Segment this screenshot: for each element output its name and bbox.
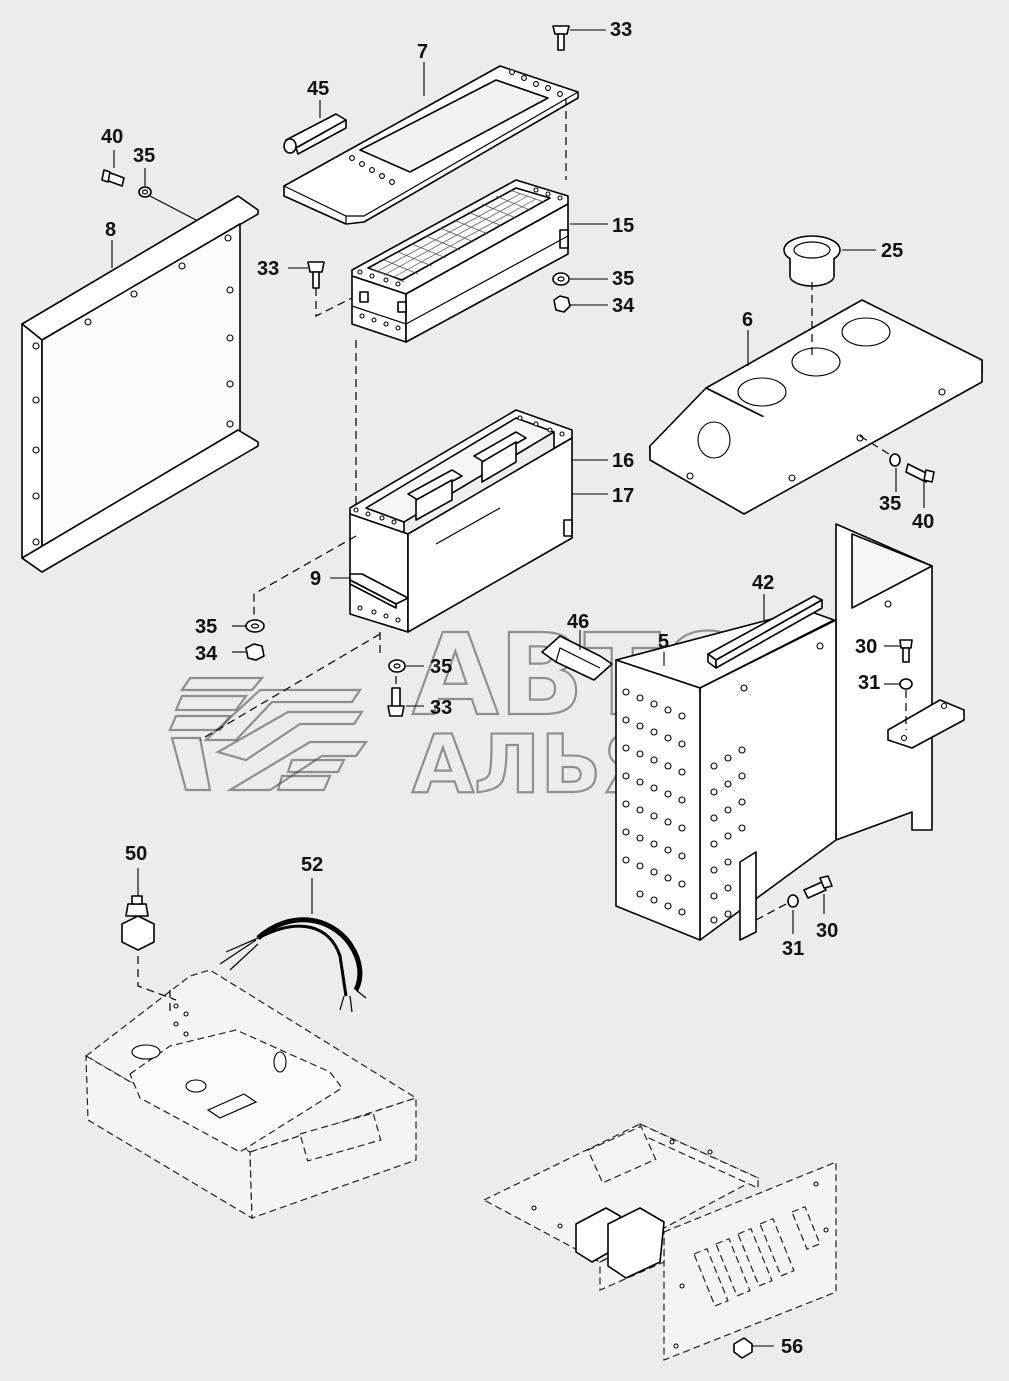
watermark-emblem bbox=[168, 676, 369, 792]
part-42-strip bbox=[707, 595, 823, 669]
callout-33-bolt: 33 bbox=[430, 697, 452, 719]
callout-40-right: 40 bbox=[912, 511, 934, 533]
callout-33-top: 33 bbox=[610, 19, 632, 41]
part-34-nut-mid bbox=[553, 295, 571, 313]
callout-31-top: 31 bbox=[858, 672, 880, 694]
callout-35-low: 35 bbox=[195, 616, 217, 638]
part-7-top-cover bbox=[283, 65, 579, 225]
callout-35-left: 35 bbox=[133, 145, 155, 167]
callout-labels: 33 7 45 40 35 8 15 33 35 34 25 6 16 17 3… bbox=[101, 19, 934, 1358]
callout-45: 45 bbox=[307, 78, 329, 100]
part-9-strip bbox=[349, 573, 409, 609]
callout-16: 16 bbox=[612, 450, 634, 472]
leader-lines bbox=[111, 29, 925, 1347]
callout-30-top: 30 bbox=[855, 636, 877, 658]
callout-34-mid: 34 bbox=[612, 295, 635, 317]
callout-8: 8 bbox=[105, 219, 116, 241]
part-33-bolt-low bbox=[387, 687, 405, 717]
part-34-nut-low bbox=[245, 643, 265, 661]
part-35-washer-left bbox=[138, 186, 152, 198]
callout-50: 50 bbox=[125, 843, 147, 865]
callout-5: 5 bbox=[658, 631, 669, 653]
callout-56: 56 bbox=[781, 1336, 803, 1358]
callout-9: 9 bbox=[310, 568, 321, 590]
callout-52: 52 bbox=[301, 854, 323, 876]
part-25-grommet bbox=[783, 235, 841, 287]
callout-25: 25 bbox=[881, 240, 903, 262]
callout-7: 7 bbox=[417, 41, 428, 63]
part-30-screw-bottom bbox=[803, 875, 833, 899]
part-33-bolt-top bbox=[552, 25, 570, 51]
callout-6: 6 bbox=[742, 309, 753, 331]
part-35-washer-low bbox=[245, 619, 265, 633]
part-35-washer-right bbox=[889, 453, 901, 467]
callout-30-bottom: 30 bbox=[816, 920, 838, 942]
callout-40-left: 40 bbox=[101, 126, 123, 148]
part-52-harness bbox=[219, 917, 367, 1013]
part-6-panel-cover bbox=[649, 299, 983, 515]
part-45-seal-strip bbox=[283, 113, 347, 155]
part-5-perforated-cabinet bbox=[615, 523, 965, 941]
callout-31-bottom: 31 bbox=[782, 938, 804, 960]
callout-33-mid: 33 bbox=[257, 258, 279, 280]
callout-42: 42 bbox=[752, 572, 774, 594]
part-8-bracket bbox=[21, 195, 259, 573]
callout-35-right: 35 bbox=[879, 493, 901, 515]
part-33-bolt-mid bbox=[307, 261, 325, 289]
part-46-clip bbox=[541, 635, 613, 681]
callout-15: 15 bbox=[612, 215, 634, 237]
part-56-fuse bbox=[733, 1337, 753, 1359]
filter-mesh bbox=[369, 189, 545, 283]
part-35-washer-bolt bbox=[388, 659, 406, 673]
cabinet-perforations bbox=[622, 688, 746, 924]
part-15-filter-housing bbox=[351, 179, 569, 343]
part-16-17-box bbox=[349, 409, 573, 633]
part-31-washer-top bbox=[899, 678, 913, 690]
part-40-screw-right bbox=[905, 463, 935, 483]
callout-34-low: 34 bbox=[195, 643, 218, 665]
part-50-switch bbox=[121, 895, 155, 951]
part-31-washer-bottom bbox=[787, 894, 799, 908]
part-30-screw-top bbox=[899, 639, 913, 663]
panel-bracket-phantom bbox=[482, 1123, 837, 1361]
callout-46: 46 bbox=[567, 611, 589, 633]
callout-17: 17 bbox=[612, 485, 634, 507]
part-40-screw-left bbox=[101, 169, 125, 187]
base-assembly-phantom bbox=[84, 969, 418, 1220]
callout-35-mid: 35 bbox=[612, 268, 634, 290]
callout-35-bolt: 35 bbox=[430, 656, 452, 678]
part-35-washer-mid bbox=[552, 272, 570, 286]
